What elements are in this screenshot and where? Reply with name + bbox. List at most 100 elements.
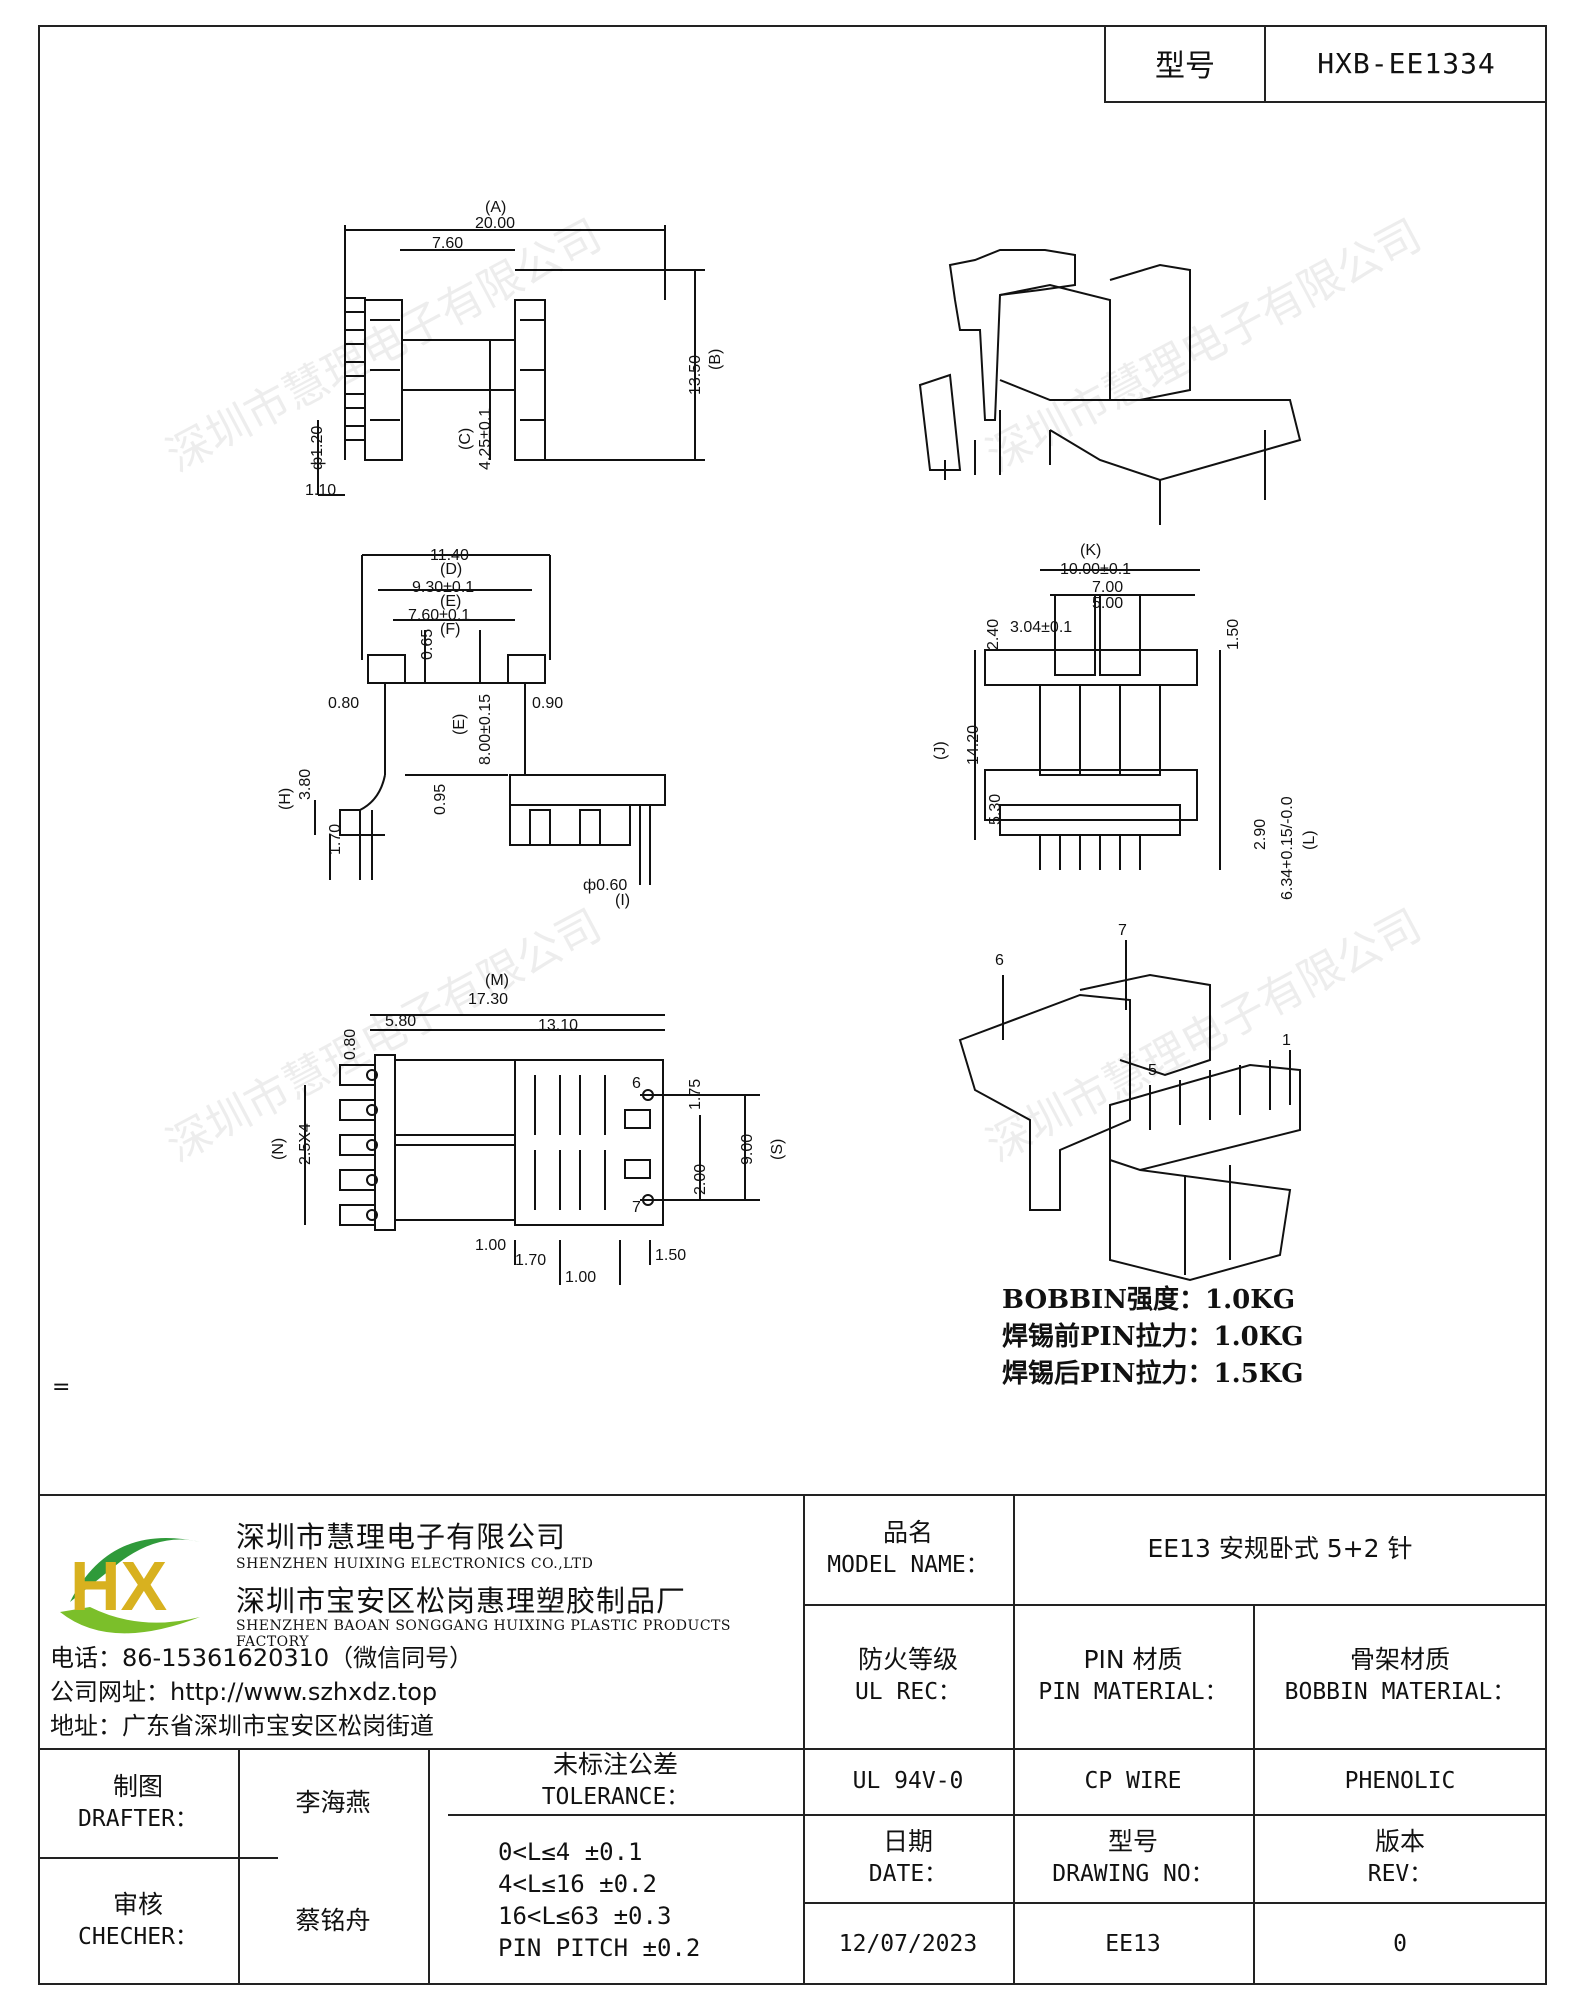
dim-label: ф1.20 — [309, 426, 326, 470]
dim-label: 6 — [632, 1075, 641, 1092]
dim-label: (S) — [769, 1139, 786, 1160]
bobbin-material-label: 骨架材质 BOBBIN MATERIAL： — [1253, 1604, 1547, 1748]
dim-label: 0.65 — [419, 629, 436, 660]
value: 蔡铭舟 — [295, 1906, 371, 1935]
label-en: UL REC： — [854, 1679, 962, 1705]
dim-label: 2.40 — [985, 619, 1002, 650]
label-en: MODEL NAME： — [827, 1552, 989, 1578]
iso-view-top — [918, 249, 1302, 525]
dim-label: 7 — [632, 1199, 641, 1216]
value: UL 94V-0 — [852, 1768, 964, 1794]
website-link[interactable]: 公司网址：http://www.szhxdz.top — [50, 1678, 438, 1706]
dim-label: 5.80 — [385, 1013, 416, 1030]
dim-label: 13.10 — [538, 1017, 578, 1034]
dim-label: 1.50 — [655, 1247, 686, 1264]
label-cn: 未标注公差 — [552, 1750, 678, 1779]
dim-label: (E) — [440, 593, 461, 610]
dim-label: (B) — [707, 349, 724, 370]
label-en: TOLERANCE： — [541, 1784, 690, 1810]
strength-specs: BOBBIN强度：1.0KG 焊锡前PIN拉力：1.0KG 焊锡后PIN拉力：1… — [1002, 1282, 1304, 1393]
factory-name-en: SHENZHEN BAOAN SONGGANG HUIXING PLASTIC … — [236, 1618, 731, 1650]
dim-label: (D) — [440, 561, 462, 578]
value: 12/07/2023 — [838, 1930, 978, 1957]
dim-label: 3.04±0.1 — [1010, 619, 1072, 636]
dim-label: (I) — [615, 892, 630, 909]
value: 李海燕 — [295, 1787, 371, 1817]
date-value: 12/07/2023 — [803, 1902, 1013, 1985]
dim-label: 4.25±0.1 — [477, 408, 494, 470]
checker-value: 蔡铭舟 — [238, 1857, 428, 1985]
pin-material-value: CP WIRE — [1013, 1748, 1253, 1814]
dim-label: 9.30±0.1 — [412, 579, 474, 596]
drawing-no-label: 型号 DRAWING NO： — [1013, 1814, 1253, 1902]
dim-label: 17.30 — [468, 991, 508, 1008]
dim-label: 20.00 — [475, 215, 515, 232]
model-value: HXB-EE1334 — [1317, 46, 1496, 80]
company-name-en: SHENZHEN HUIXING ELECTRONICS CO.,LTD — [236, 1556, 594, 1572]
pin-material-label: PIN 材质 PIN MATERIAL： — [1013, 1604, 1253, 1748]
dim-label: (E) — [451, 714, 468, 735]
dim-label: 1.75 — [687, 1079, 704, 1110]
dim-label: 1.50 — [1225, 619, 1242, 650]
fire-rating-label: 防火等级 UL REC： — [803, 1604, 1013, 1748]
dim-label: (M) — [485, 972, 509, 989]
dim-label: 2.00 — [692, 1164, 709, 1195]
dim-label: 2.5X4 — [297, 1123, 314, 1165]
drawing-sheet-border — [38, 25, 1547, 1985]
label-cn: PIN 材质 — [1083, 1645, 1183, 1674]
dim-label: 1.70 — [515, 1252, 546, 1269]
spec-line: BOBBIN强度：1.0KG — [1002, 1285, 1296, 1315]
model-name-value: EE13 安规卧式 5+2 针 — [1013, 1494, 1547, 1604]
dim-label: 0.90 — [532, 695, 563, 712]
dim-label: (L) — [1301, 830, 1318, 850]
iso-view-bottom — [958, 940, 1301, 1282]
label-en: BOBBIN MATERIAL： — [1284, 1679, 1516, 1705]
dim-label: (N) — [270, 1138, 287, 1160]
dim-label: 7.60 — [432, 235, 463, 252]
dim-label: (A) — [485, 199, 506, 216]
label-en: CHECHER： — [78, 1924, 198, 1950]
tolerance-row: 0<L≤4 ±0.1 — [498, 1837, 643, 1866]
label-cn: 骨架材质 — [1349, 1645, 1450, 1674]
label-en: REV： — [1367, 1861, 1433, 1887]
dim-label: 11.40 — [430, 547, 469, 564]
dim-label: 0.80 — [328, 695, 359, 712]
label-cn: 防火等级 — [857, 1645, 958, 1674]
dim-label: 10.00±0.1 — [1060, 561, 1131, 578]
pin-number: 1 — [1282, 1032, 1291, 1049]
dim-label: 13.50 — [687, 355, 704, 395]
revision-label: 版本 REV： — [1253, 1814, 1547, 1902]
company-logo: HX — [60, 1538, 200, 1634]
view-bottom-left — [304, 1014, 760, 1285]
dim-label: (K) — [1080, 542, 1101, 559]
drafter-label: 制图 DRAFTER： — [38, 1748, 238, 1857]
pin-number: 7 — [1118, 922, 1127, 939]
fire-rating-value: UL 94V-0 — [803, 1748, 1013, 1814]
technical-drawing: (A) 20.00 7.60 13.50 (B) (C) 4.25±0.1 ф1… — [270, 199, 1318, 1286]
tolerance-row: 16<L≤63 ±0.3 — [498, 1901, 672, 1930]
label-en: DRAWING NO： — [1052, 1861, 1214, 1887]
bobbin-material-value: PHENOLIC — [1253, 1748, 1547, 1814]
dim-label: (F) — [440, 621, 460, 638]
phone: 电话：86-15361620310（微信同号） — [50, 1644, 474, 1672]
label-cn: 型号 — [1107, 1827, 1158, 1856]
tolerance-label: 未标注公差 TOLERANCE： — [428, 1748, 803, 1814]
value: EE13 — [1105, 1930, 1161, 1957]
dim-label: 1.70 — [327, 824, 344, 855]
model-number-box: 型号 HXB-EE1334 — [1104, 25, 1547, 103]
tolerance-table: 0<L≤4 ±0.1 4<L≤16 ±0.2 16<L≤63 ±0.3 PIN … — [428, 1814, 803, 1985]
value: PHENOLIC — [1344, 1768, 1456, 1794]
model-label: 型号 — [1106, 25, 1266, 101]
company-name-cn: 深圳市慧理电子有限公司 — [236, 1520, 567, 1554]
label-cn: 品名 — [882, 1518, 933, 1547]
dim-label: 3.80 — [297, 769, 314, 800]
logo-text: HX — [70, 1547, 168, 1625]
dim-label: 1.10 — [305, 482, 336, 499]
stray-mark: = — [52, 1375, 71, 1400]
drafter-value: 李海燕 — [238, 1748, 428, 1857]
model-name-label: 品名 MODEL NAME： — [803, 1494, 1013, 1604]
dim-label: 8.00±0.15 — [477, 694, 494, 765]
date-label: 日期 DATE： — [803, 1814, 1013, 1902]
dim-label: (H) — [277, 788, 294, 810]
spec-line: 焊锡前PIN拉力：1.0KG — [1002, 1322, 1304, 1352]
